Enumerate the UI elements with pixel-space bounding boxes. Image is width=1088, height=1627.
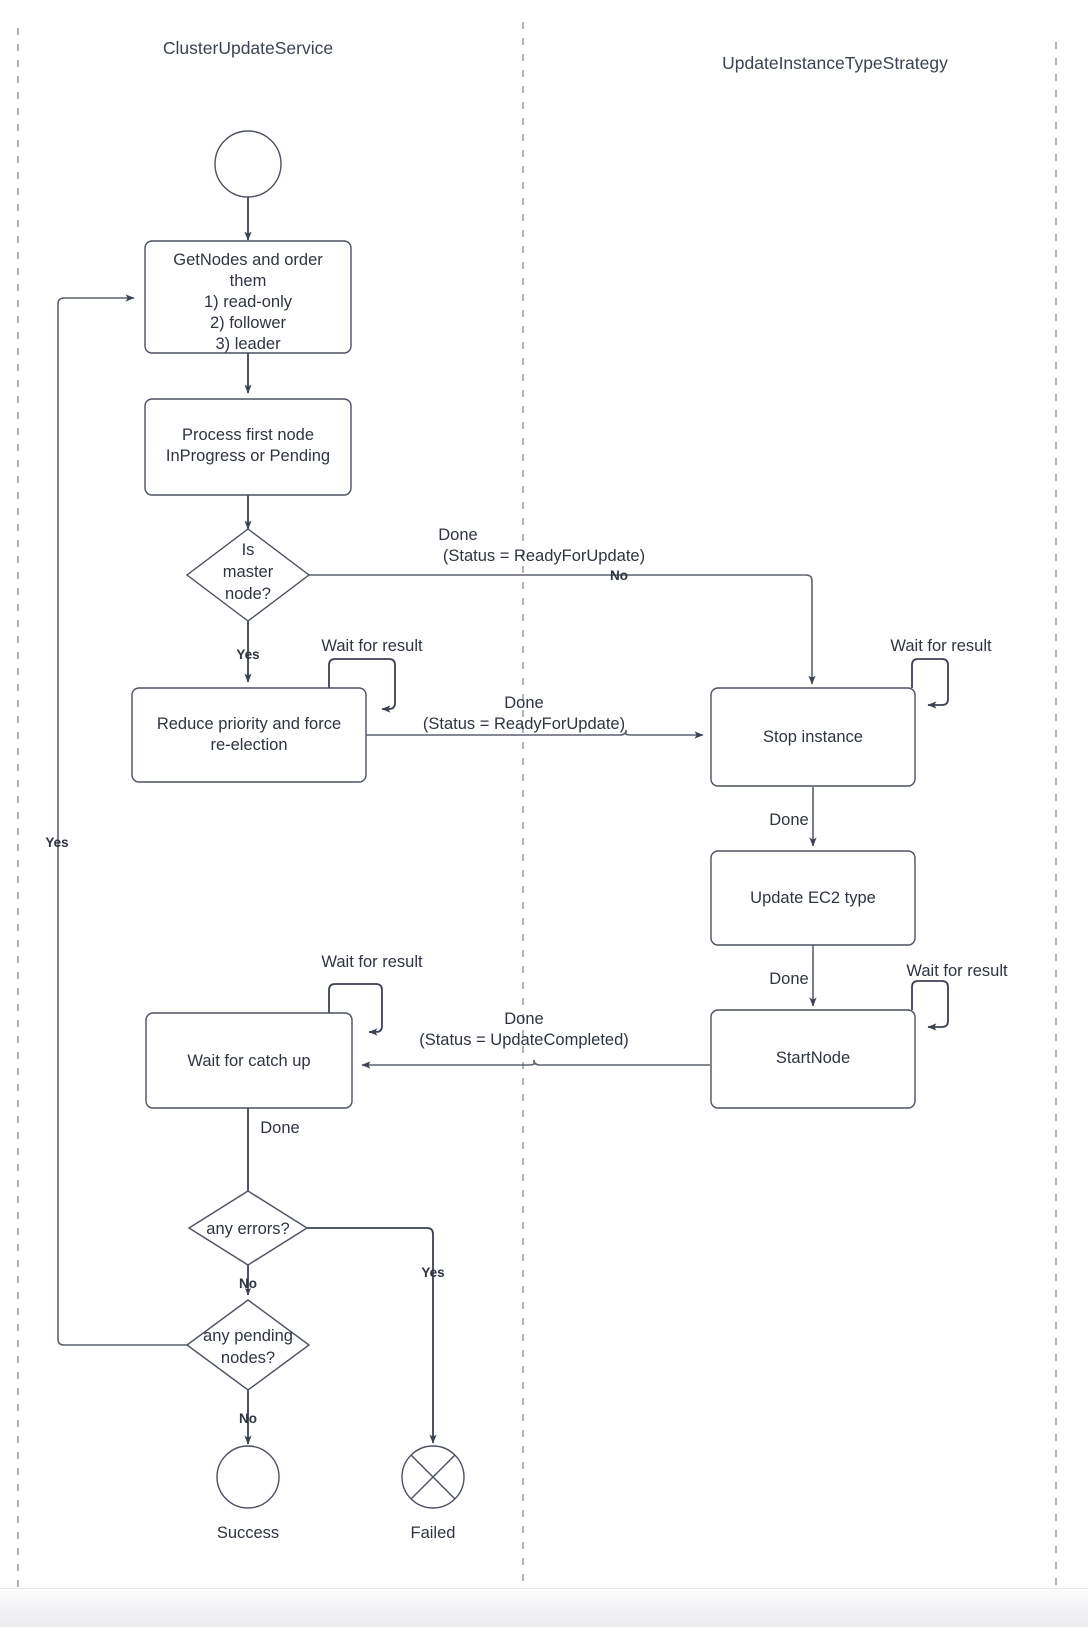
edge-label-done-ready-mid-line1: Done [504,694,543,712]
edge-stop-instance-self-loop [911,658,949,709]
edge-labels: Done (Status = ReadyForUpdate) No Yes Wa… [45,526,1008,1426]
wait-for-catch-up-box[interactable] [145,1012,353,1109]
edge-label-wait-for-result-catch-up: Wait for result [321,953,423,971]
start-circle-shape[interactable] [214,130,282,198]
node-any-errors[interactable]: any errors? [187,1190,309,1266]
edge-startnode-self-loop [911,980,949,1031]
any-pending-nodes-label-line2: nodes? [221,1349,275,1367]
edge-label-done-catchup-to-errors: Done [260,1119,299,1137]
get-nodes-label-line3: 1) read-only [204,293,293,311]
lane-title-update-instance-type-strategy: UpdateInstanceTypeStrategy [722,53,948,73]
start-node-label: StartNode [776,1049,850,1067]
edge-label-any-errors-yes: Yes [421,1265,444,1280]
edge-label-wait-for-result-stop-instance: Wait for result [890,637,992,655]
edge-wait-for-catch-up-self-loop [328,983,383,1036]
page-footer-band [0,1588,1088,1627]
edge-label-done-ready-mid-line2: (Status = ReadyForUpdate) [423,715,625,733]
edge-label-done-ec2-to-startnode: Done [769,970,808,988]
wait-for-catch-up-label: Wait for catch up [187,1052,310,1070]
edge-label-done-update-completed-line2: (Status = UpdateCompleted) [419,1031,629,1049]
is-master-node-label-line3: node? [225,585,271,603]
success-label: Success [217,1524,279,1542]
node-process-first-node[interactable]: Process first node InProgress or Pending [144,398,352,496]
any-errors-label: any errors? [206,1220,289,1238]
get-nodes-label-line1: GetNodes and order [173,251,323,269]
node-failed[interactable]: Failed [401,1445,465,1542]
edge-label-done-stop-to-ec2: Done [769,811,808,829]
edge-label-done-ready-top-line1: Done [438,526,477,544]
edge-any-errors-yes-to-failed [307,1227,437,1444]
edge-label-any-pending-no: No [239,1411,257,1426]
edge-reduce-priority-to-stop-instance [366,729,704,739]
failed-label: Failed [411,1524,456,1542]
any-pending-nodes-label-line1: any pending [203,1327,293,1345]
node-start[interactable] [214,130,282,198]
edge-label-done-update-completed-line1: Done [504,1010,543,1028]
node-start-node[interactable]: StartNode [710,1009,916,1109]
failed-x-icon-stroke-2 [410,1454,456,1500]
process-first-node-label-line1: Process first node [182,426,314,444]
edges: Stop instance --> Reduce priority --> [57,190,949,1445]
process-first-node-label-line2: InProgress or Pending [166,447,330,465]
edge-any-pending-yes-to-getnodes [57,294,190,1346]
node-stop-instance[interactable]: Stop instance [710,687,916,787]
edge-label-wait-for-result-reduce-priority: Wait for result [321,637,423,655]
reduce-priority-label-line1: Reduce priority and force [157,715,341,733]
get-nodes-box[interactable] [144,240,352,354]
edge-label-any-pending-yes: Yes [45,835,68,850]
is-master-node-label-line2: master [223,563,274,581]
node-is-master-node[interactable]: Is master node? [185,528,311,622]
edge-label-wait-for-result-startnode: Wait for result [906,962,1008,980]
process-first-node-box[interactable] [144,398,352,496]
get-nodes-label-line2: them [230,272,267,290]
edge-label-any-errors-no: No [239,1276,257,1291]
edge-reduce-priority-self-loop [328,658,396,713]
edge-startnode-to-wait-for-catch-up [361,1059,710,1069]
start-node-box[interactable] [710,1009,916,1109]
node-reduce-priority[interactable]: Reduce priority and force re-election [131,687,367,783]
success-circle-shape[interactable] [216,1445,280,1509]
node-success[interactable]: Success [216,1445,280,1542]
get-nodes-label-line5: 3) leader [215,335,281,353]
reduce-priority-box[interactable] [131,687,367,783]
node-update-ec2-type[interactable]: Update EC2 type [710,850,916,946]
get-nodes-label-line4: 2) follower [210,314,287,332]
stop-instance-box[interactable] [710,687,916,787]
edge-label-is-master-yes: Yes [236,647,259,662]
edge-label-done-ready-top-line2: (Status = ReadyForUpdate) [443,547,645,565]
is-master-node-diamond[interactable] [185,528,311,622]
node-any-pending-nodes[interactable]: any pending nodes? [185,1299,311,1391]
update-ec2-type-label: Update EC2 type [750,889,876,907]
update-ec2-type-box[interactable] [710,850,916,946]
is-master-node-label-line1: Is [242,541,255,559]
any-pending-nodes-diamond[interactable] [185,1299,311,1391]
node-wait-for-catch-up[interactable]: Wait for catch up [145,1012,353,1109]
stop-instance-label: Stop instance [763,728,863,746]
any-errors-diamond[interactable] [187,1190,309,1266]
edge-is-master-no-to-stop-instance [309,574,816,685]
lane-title-cluster-update-service: ClusterUpdateService [163,38,333,58]
edge-label-is-master-no: No [610,568,628,583]
reduce-priority-label-line2: re-election [210,736,287,754]
node-get-nodes[interactable]: GetNodes and order them 1) read-only 2) … [144,240,352,354]
swimlane-dividers [17,22,1057,1590]
